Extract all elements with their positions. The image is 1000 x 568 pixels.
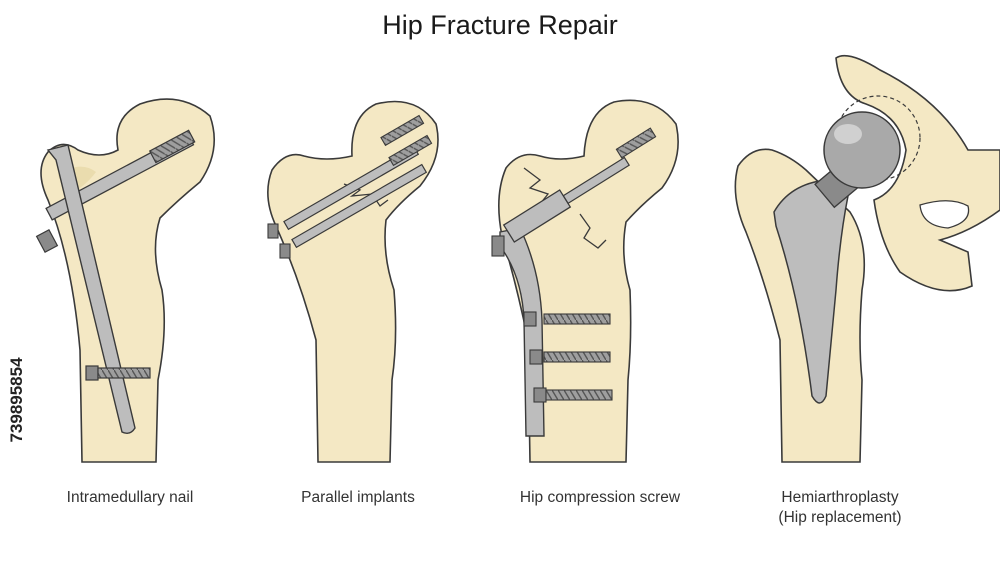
parallel-screw-lower: [279, 134, 433, 259]
fracture-line-3b: [579, 213, 607, 249]
compression-lag-screw: [491, 127, 657, 257]
fracture-line-3a: [523, 167, 550, 205]
panel-parallel-implants: [267, 100, 439, 463]
cortical-screw-2: [529, 349, 611, 365]
femur-3: [498, 99, 679, 463]
intramedullary-nail: [46, 144, 136, 435]
pelvis: [835, 54, 1000, 292]
caption-hemiarthroplasty: Hemiarthroplasty: [781, 489, 899, 506]
side-plate: [499, 227, 545, 437]
obturator-hole: [919, 200, 970, 229]
parallel-screw-upper: [267, 114, 425, 239]
prosthesis-stem: [773, 179, 849, 404]
prosthesis-head: [823, 111, 901, 189]
panel-intramedullary-nail: [35, 98, 216, 463]
caption-parallel-implants: Parallel implants: [301, 489, 415, 506]
stock-image-id-text: 739895854: [7, 357, 26, 443]
caption-intramedullary-nail: Intramedullary nail: [66, 489, 194, 506]
cortical-screw-1: [523, 311, 611, 327]
locking-screw-1: [85, 365, 151, 381]
panel-hemiarthroplasty: [734, 54, 1000, 463]
caption-hip-replacement: (Hip replacement): [778, 509, 902, 526]
panel-hip-compression-screw: [491, 99, 679, 463]
cortical-screw-3: [533, 387, 613, 403]
caption-hip-compression-screw: Hip compression screw: [519, 489, 681, 506]
lag-screw-1: [35, 129, 196, 254]
stock-image-id: 739895854: [2, 330, 26, 480]
femur-2: [267, 100, 439, 463]
diagram-title: Hip Fracture Repair: [382, 10, 618, 40]
prosthesis-head-highlight: [834, 124, 862, 144]
